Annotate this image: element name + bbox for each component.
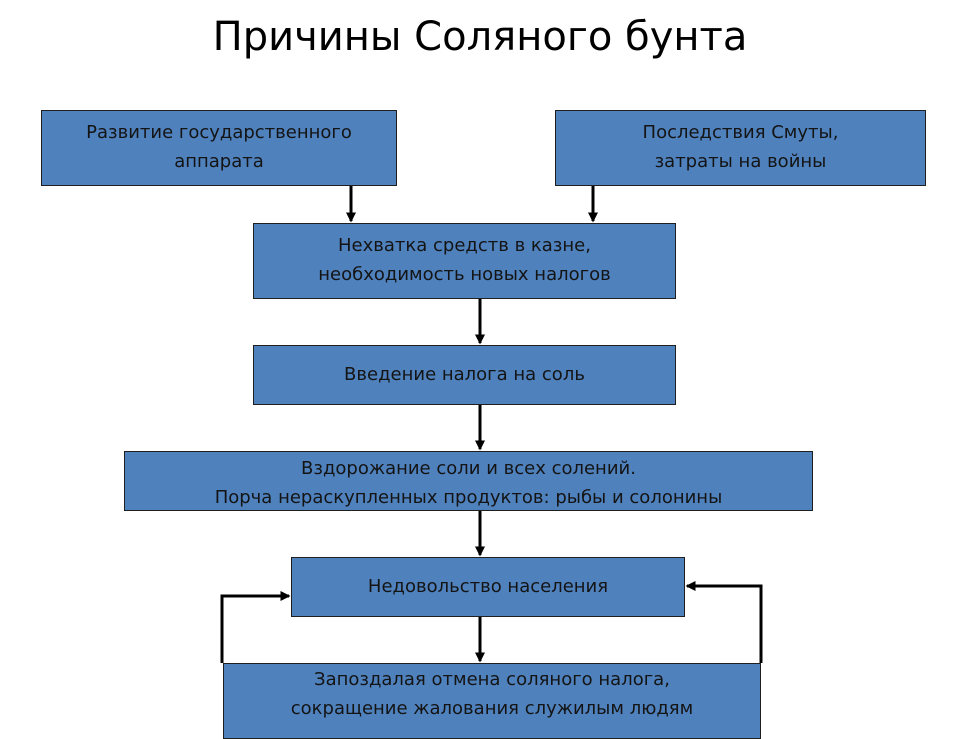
- feedback-arrow-right: [685, 581, 763, 663]
- box-treasury-shortage: Нехватка средств в казне, необходимость …: [253, 223, 676, 299]
- box-price-rise: Вздорожание соли и всех солений. Порча н…: [124, 451, 813, 511]
- box-discontent: Недовольство населения: [291, 557, 685, 617]
- cause-box-state-apparatus: Развитие государственного аппарата: [41, 110, 397, 186]
- slide-title: Причины Соляного бунта: [212, 14, 748, 60]
- cause-box-time-of-troubles: Последствия Смуты, затраты на войны: [555, 110, 926, 186]
- box-salt-tax: Введение налога на соль: [253, 345, 676, 405]
- feedback-arrow-left: [220, 591, 291, 663]
- connector-arrows: [220, 186, 763, 663]
